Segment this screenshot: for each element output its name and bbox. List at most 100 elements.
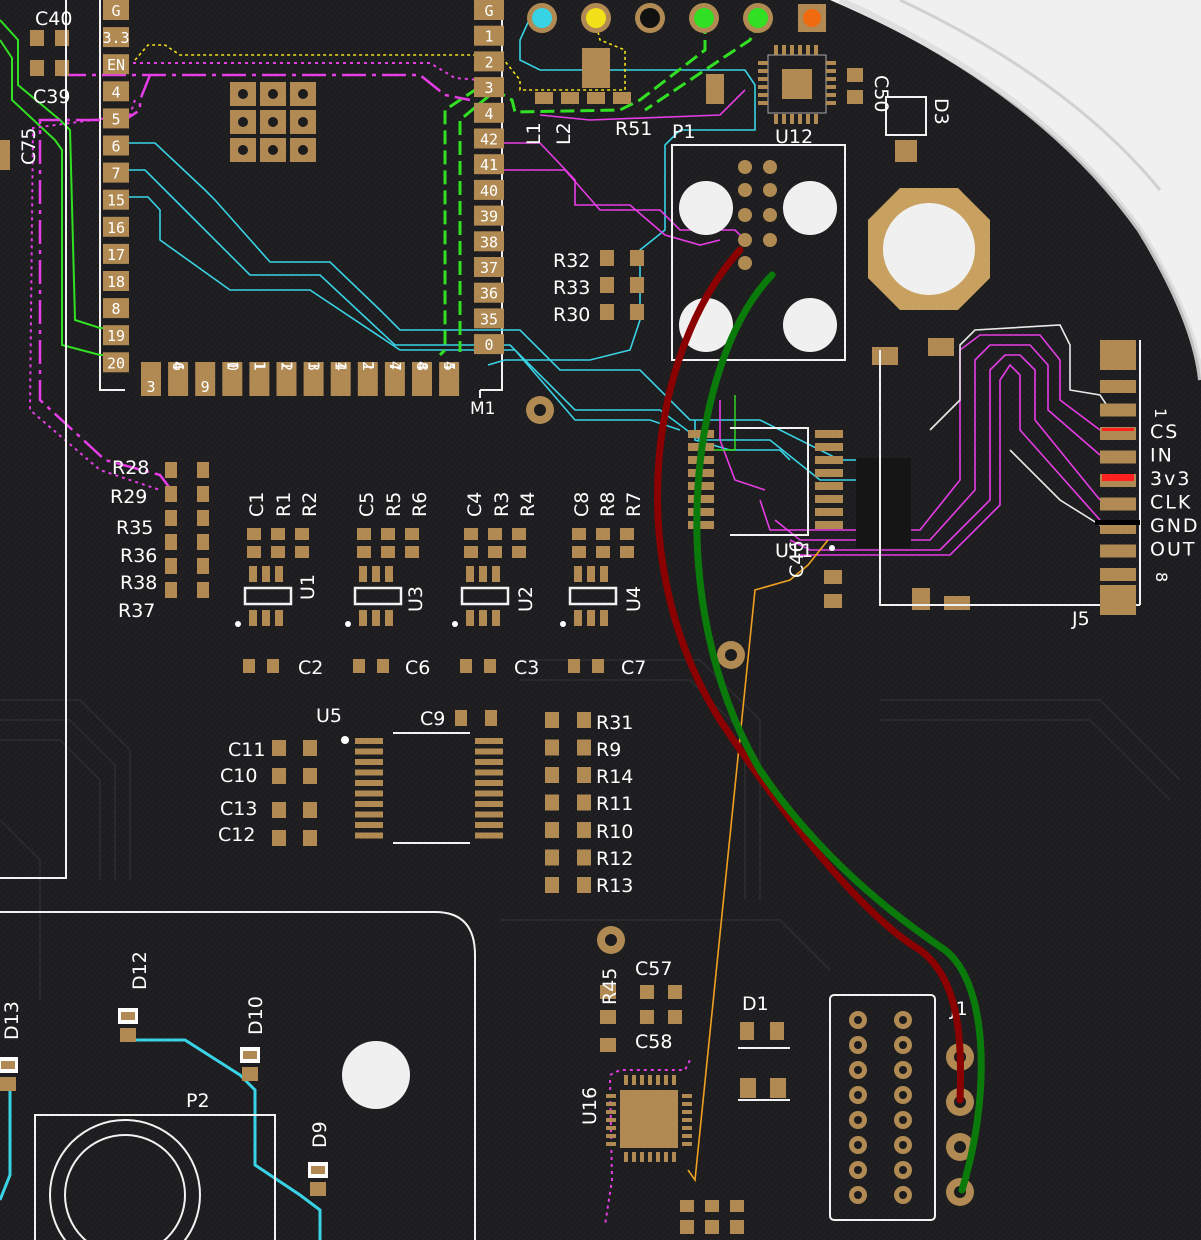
copper-pad [372,566,380,582]
trace-magenta-group [38,73,471,496]
header-pin-dot [586,8,606,28]
j5-pin-pad [1100,450,1136,464]
copper-pad [381,528,395,540]
mounting-hole [883,203,975,295]
designator-r12: R12 [596,848,633,870]
designator-c50: C50 [870,75,892,112]
m1-left-pin-pad [103,81,129,102]
designator-c9: C9 [420,708,445,730]
designator-r13: R13 [596,875,633,897]
m1-right-pin-label: G [484,2,493,20]
copper-pad [730,1220,744,1234]
m1-right-pin-label: 3 [484,79,493,97]
copper-pad [815,456,843,464]
copper-pad [0,140,10,170]
designator-d3: D3 [930,98,952,125]
copper-pad [492,610,500,626]
p1-pin [738,160,752,174]
p1-pin [738,256,752,270]
copper-pad [630,250,644,266]
j5-pin1-mark: 1 [1151,408,1170,418]
m1-left-pin-pad [103,243,129,264]
mounting-hole-2 [342,1041,410,1109]
m1-bottom-pin-pad [195,362,216,396]
j5-pin-label: IN [1150,445,1174,467]
designator-c3: C3 [514,657,539,679]
designator-r2: R2 [299,492,321,517]
copper-pad [592,659,604,673]
copper-pad [624,1152,628,1162]
sot-pad [706,74,724,104]
designator-r9: R9 [596,739,621,761]
copper-pad [600,566,608,582]
copper-pad [606,1094,616,1098]
m1-left-pin-pad [103,27,129,48]
m1-right-pin-pad [474,282,504,303]
gnd-marker [1095,520,1140,525]
copper-pad [197,510,209,526]
copper-pad [545,794,559,811]
copper-pad [572,528,586,540]
m1-right-pin-pad [474,51,504,72]
m1-right-pin-label: 0 [484,336,493,354]
copper-pad [632,1152,636,1162]
sot-outline [460,586,510,606]
copper-pad [275,610,283,626]
m1-bottom-pin-pad [357,362,378,396]
copper-pad [630,304,644,320]
copper-pad [815,443,843,451]
thermal-via [238,89,248,99]
copper-pad [815,508,843,516]
header-pin-dot [748,8,768,28]
m1-left-pin-label: 7 [111,165,120,183]
thermal-via [268,145,278,155]
component-footprints [0,3,974,1234]
j5-pin-label: CS [1150,421,1179,443]
designator-r7: R7 [623,492,645,517]
copper-pad [475,738,503,744]
copper-pad [758,61,768,65]
m1-right-pin-pad [474,25,504,46]
copper-pad [243,659,255,673]
j5-pin-label: CLK [1150,492,1192,514]
m1-left-pin-label: 6 [111,138,120,156]
p1-hole [783,181,837,235]
copper-pad [355,801,383,807]
j1-pin-hole [899,1066,907,1074]
copper-pad [600,1038,616,1052]
copper-pad [303,740,317,756]
copper-pad [640,1152,644,1162]
m1-right-pin-label: 2 [484,53,493,71]
copper-pad [545,849,559,866]
designator-u4: U4 [623,586,645,612]
m1-left-pin-pad [103,162,129,183]
j1-wire-hole [954,1141,966,1153]
copper-pad [600,304,614,320]
m1-bottom-pin-pad [249,362,270,396]
copper-pad [815,482,843,490]
copper-pad [165,582,177,598]
header-pin-dot [640,8,660,28]
m1-right-pin-label: 1 [484,28,493,46]
copper-pad [606,1142,616,1146]
small-pad [587,92,605,104]
copper-pad [381,546,395,558]
designator-u2: U2 [515,586,537,612]
designator-c11: C11 [228,739,265,761]
m1-right-pin-pad [474,154,504,175]
copper-pad [672,1075,676,1085]
thermal-via [298,117,308,127]
designator-c39: C39 [33,86,70,108]
m1-right-pin-pad [474,308,504,329]
p1-hole [679,298,733,352]
j5-pin-label: OUT [1150,539,1196,561]
led-pad [121,1012,135,1020]
copper-pad [577,877,591,893]
copper-pad [606,1102,616,1106]
trace-yellow-dotted [134,19,626,91]
j5-pin-pad [1100,568,1136,581]
p1-hole [783,298,837,352]
m1-left-pin-pad [103,216,129,237]
designator-l2: L2 [553,122,575,145]
m1-left-pin-pad [103,298,129,319]
